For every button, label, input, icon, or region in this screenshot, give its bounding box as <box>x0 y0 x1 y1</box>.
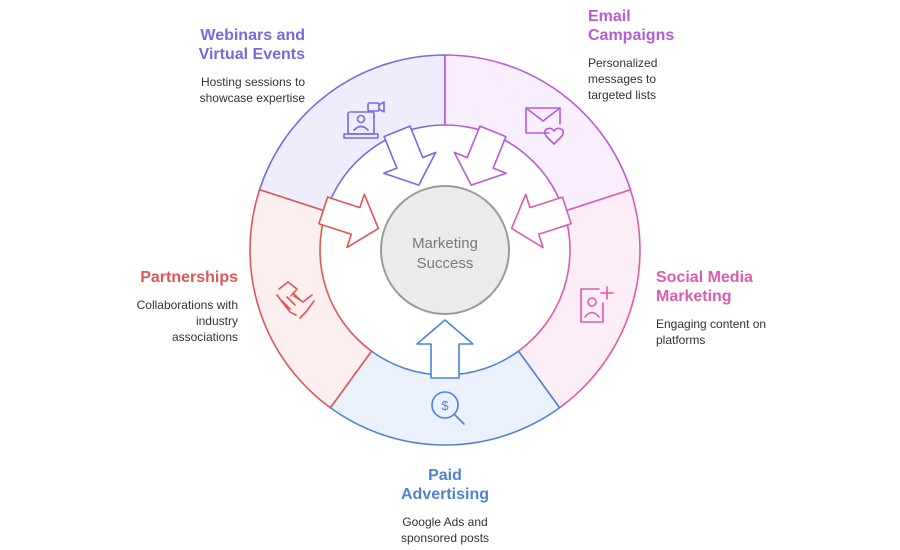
svg-text:$: $ <box>441 398 449 413</box>
label-partnerships: Partnerships Collaborations with industr… <box>108 268 238 345</box>
ring-segment-paid <box>329 350 561 446</box>
center-label-line2: Success <box>417 255 474 272</box>
inward-arrows <box>318 125 572 379</box>
webinars-desc-line1: Hosting sessions to <box>200 75 305 89</box>
paid-title-line2: Advertising <box>400 486 489 503</box>
label-webinars: Webinars and Virtual Events Hosting sess… <box>185 26 305 106</box>
arrow-paid <box>416 319 474 379</box>
arrow-partnerships <box>318 193 380 249</box>
profile-plus-icon <box>580 286 614 323</box>
partnerships-desc-line3: associations <box>171 330 238 344</box>
ring-segment-partnerships <box>249 188 373 409</box>
label-email: Email Campaigns Personalized messages to… <box>588 7 728 103</box>
dollar-search-icon: $ <box>431 391 465 425</box>
email-title-line2: Campaigns <box>588 27 675 44</box>
email-desc-line1: Personalized <box>588 56 658 70</box>
paid-desc-line1: Google Ads and <box>402 515 488 529</box>
partnerships-desc-line2: industry <box>195 314 238 328</box>
social-title-line1: Social Media <box>656 269 753 286</box>
social-desc-line2: platforms <box>656 333 706 347</box>
label-paid: Paid Advertising Google Ads and sponsore… <box>375 466 515 546</box>
email-title-line1: Email <box>588 8 631 25</box>
center-circle <box>380 185 510 315</box>
partnerships-title-line1: Partnerships <box>140 269 238 286</box>
social-title-line2: Marketing <box>656 288 732 305</box>
email-desc-line2: messages to <box>588 72 657 86</box>
webinars-title-line2: Virtual Events <box>198 46 305 63</box>
arrow-webinars <box>382 125 437 186</box>
handshake-icon <box>276 281 315 319</box>
social-desc-line1: Engaging content on <box>656 317 767 331</box>
video-conference-icon <box>343 101 385 139</box>
email-desc-line3: targeted lists <box>588 88 657 102</box>
ring-segment-social <box>517 188 641 409</box>
label-social: Social Media Marketing Engaging content … <box>656 268 806 348</box>
paid-desc-line2: sponsored posts <box>400 531 490 545</box>
ring-segment-webinars <box>258 54 446 213</box>
arrow-social <box>510 193 572 249</box>
arrow-email <box>453 125 508 186</box>
webinars-title-line1: Webinars and <box>200 27 305 44</box>
webinars-desc-line2: showcase expertise <box>199 91 305 105</box>
paid-title-line1: Paid <box>428 467 462 484</box>
center-label-line1: Marketing <box>412 235 478 252</box>
envelope-heart-icon <box>525 107 565 145</box>
partnerships-desc-line1: Collaborations with <box>136 298 238 312</box>
